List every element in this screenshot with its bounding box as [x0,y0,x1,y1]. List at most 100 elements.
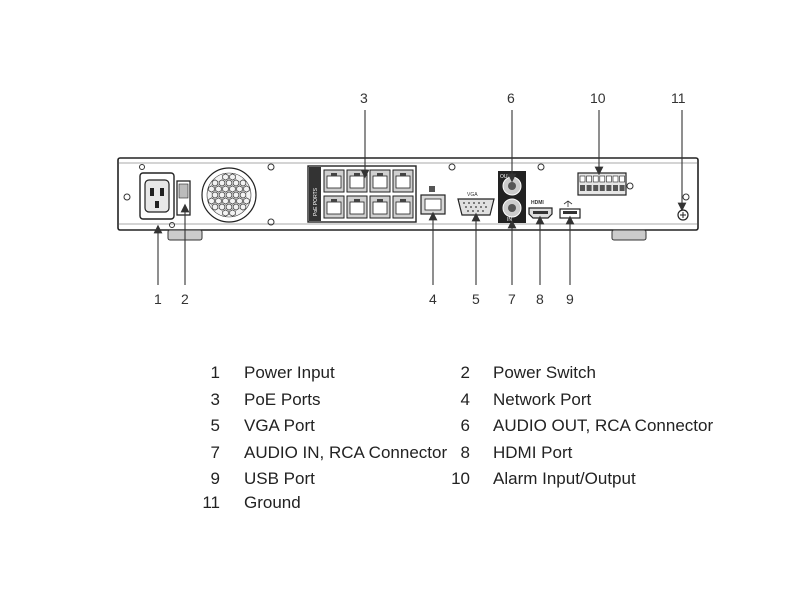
fan-hole [229,173,236,181]
legend-item-alarm-io: 10 Alarm Input/Output [440,469,636,489]
fan-hole [232,203,240,211]
legend-item-ground: 11 Ground [190,493,300,513]
legend-number: 2 [460,363,470,382]
legend-number: 11 [202,493,220,512]
poe-ports-block: PoE PORTS [307,165,417,223]
alarm-pin [586,185,592,191]
legend-label: USB Port [244,469,315,488]
fan-hole [218,191,226,199]
legend-item-poe-ports: 3 PoE Ports [190,390,321,410]
callout-11: 11 [671,90,686,106]
callout-6: 6 [507,90,515,106]
alarm-pin [619,185,625,191]
fan-hole [218,203,226,211]
fan-hole [211,191,219,199]
legend-item-audio-in: 7 AUDIO IN, RCA Connector [190,443,448,463]
alarm-pin [606,175,612,183]
fan-hole [218,179,226,187]
fan-hole [211,179,219,187]
power-input-socket [139,164,175,228]
fan-hole [243,185,250,193]
legend-number: 7 [210,443,220,462]
vga-pin [468,202,470,204]
vga-pin [475,206,477,208]
alarm-pin [619,175,625,183]
legend-label: HDMI Port [493,443,573,462]
callout-2: 2 [181,291,189,307]
fan-hole [222,185,229,193]
fan-hole [225,179,233,187]
alarm-pin [599,185,605,191]
screw-icon [267,218,275,226]
callout-10: 10 [590,90,606,106]
poe-port [392,169,414,193]
legend-label: AUDIO OUT, RCA Connector [493,416,714,435]
fan-hole [236,197,243,205]
vga-pin [467,210,469,212]
leader-lines [153,110,687,285]
fan-hole [239,203,247,211]
legend-number: 6 [460,416,470,435]
legend-number: 10 [451,469,470,488]
legend-number: 3 [210,390,220,409]
network-port [420,186,446,215]
callout-9: 9 [566,291,574,307]
alarm-pin [579,175,586,183]
legend-label: AUDIO IN, RCA Connector [244,443,448,462]
callout-3: 3 [360,90,368,106]
audio-in-label: IN [507,217,512,223]
usb-icon [563,200,573,207]
alarm-pin [593,185,599,191]
legend-label: VGA Port [244,416,315,435]
nvr-rear-panel-diagram: PoE PORTS VGA OUT IN HDMI [117,90,699,307]
legend-label: Alarm Input/Output [493,469,636,488]
legend-item-audio-out: 6 AUDIO OUT, RCA Connector [440,416,714,436]
vga-pin [463,202,465,204]
fan-grille [201,167,257,223]
vga-pin [478,202,480,204]
audio-out-label: OUT [500,174,511,180]
screw-icon [682,193,690,201]
fan-hole [232,191,240,199]
legend-label: Network Port [493,390,592,409]
poe-port [369,195,391,219]
poe-port [323,195,345,219]
fan-hole [236,185,243,193]
legend-item-network-port: 4 Network Port [440,390,592,410]
vga-pin [477,210,479,212]
fan-hole [211,203,219,211]
callout-5: 5 [472,291,480,307]
fan-hole [215,185,222,193]
fan-hole [208,185,215,193]
fan-hole [232,179,240,187]
ground-terminal [677,209,689,221]
screw-icon [267,163,275,171]
vga-pin [465,206,467,208]
vga-pin [472,210,474,212]
fan-hole [215,197,222,205]
legend-item-usb-port: 9 USB Port [190,469,315,489]
fan-hole [225,191,233,199]
legend-item-vga-port: 5 VGA Port [190,416,315,436]
legend-label: PoE Ports [244,390,321,409]
fan-hole [222,209,229,217]
legend-number: 5 [210,416,220,435]
network-icon [429,186,435,192]
callout-1: 1 [154,291,162,307]
hdmi-label: HDMI [531,200,544,206]
fan-hole [239,191,247,199]
alarm-pin [613,185,618,191]
screw-icon [123,193,131,201]
alarm-pin [580,185,585,191]
vga-pin [473,202,475,204]
alarm-pin [612,175,619,183]
hdmi-port: HDMI [528,200,553,219]
poe-port [323,169,345,193]
legend-number: 8 [460,443,470,462]
screw-icon [626,182,634,190]
legend-item-hdmi-port: 8 HDMI Port [440,443,573,463]
power-switch [176,180,191,216]
legend-number: 1 [210,363,220,382]
legend-label: Power Input [244,363,335,382]
callout-numbers: 3 6 10 11 1 2 4 5 7 8 9 [154,90,686,307]
